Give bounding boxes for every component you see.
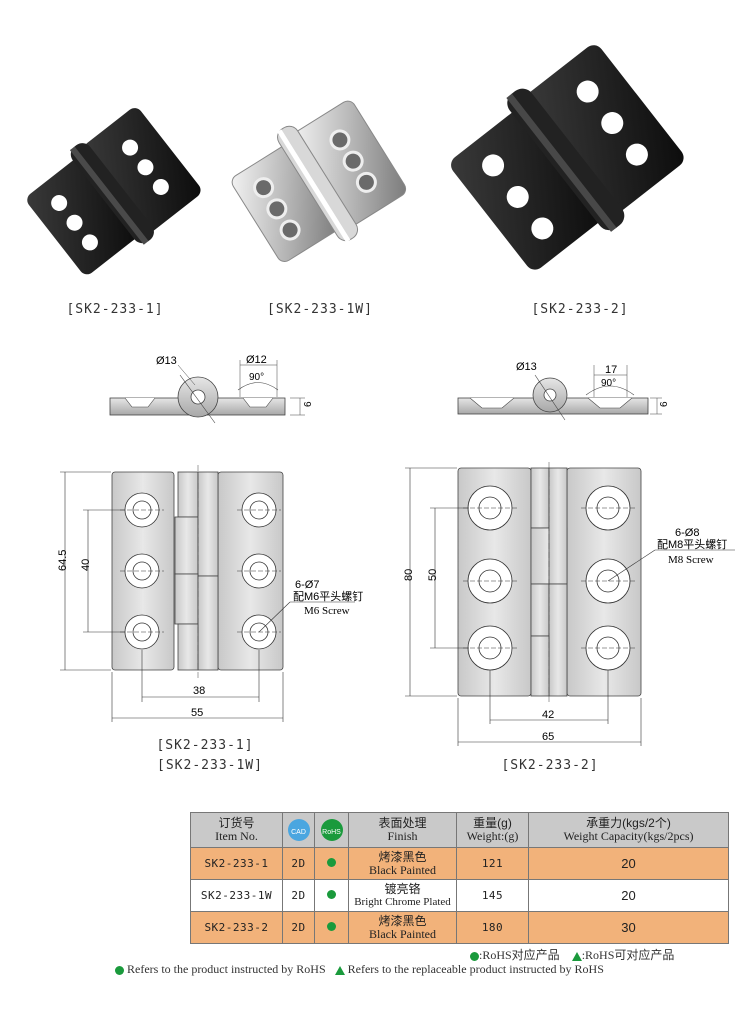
front-large-spacing: 42 <box>542 709 554 721</box>
legend-cn: :RoHS对应产品 :RoHS可对应产品 <box>470 946 674 963</box>
rohs-dot-icon <box>115 965 124 975</box>
cell-capacity: 20 <box>528 879 729 912</box>
rohs-dot-icon <box>327 890 336 899</box>
table-header-row: 订货号 Item No. CAD RoHS 表面处理 Finish 重量(g) … <box>190 812 729 848</box>
drawing-label-sk2-233-1w: [SK2-233-1W] <box>157 758 263 773</box>
cell-finish: 镀亮铬 Bright Chrome Plated <box>348 879 457 912</box>
product-photo-sk2-233-1 <box>27 108 201 275</box>
cell-weight: 121 <box>456 847 529 880</box>
rohs-icon: RoHS <box>320 819 343 841</box>
side-large-angle: 90° <box>601 378 616 389</box>
product-label-sk2-233-1: [SK2-233-1] <box>66 302 164 317</box>
side-small-hole-dia: Ø13 <box>156 355 177 367</box>
cell-item: SK2-233-1 <box>190 847 283 880</box>
table-row: SK2-233-1W 2D 镀亮铬 Bright Chrome Plated 1… <box>190 879 729 912</box>
cad-icon: CAD <box>287 819 310 841</box>
cell-item: SK2-233-2 <box>190 911 283 944</box>
header-capacity: 承重力(kgs/2个) Weight Capacity(kgs/2pcs) <box>528 812 729 848</box>
cell-finish: 烤漆黑色 Black Painted <box>348 847 457 880</box>
product-label-sk2-233-1w: [SK2-233-1W] <box>267 302 373 317</box>
table-row: SK2-233-2 2D 烤漆黑色 Black Painted 180 30 <box>190 911 729 944</box>
side-view-small: Ø13 Ø12 90° 6 <box>109 354 314 424</box>
table-row: SK2-233-1 2D 烤漆黑色 Black Painted 121 20 <box>190 847 729 880</box>
cell-rohs <box>314 879 349 912</box>
cell-capacity: 30 <box>528 911 729 944</box>
product-photo-sk2-233-1w <box>231 100 407 262</box>
front-large-pitch: 50 <box>427 569 439 581</box>
front-small-spacing: 38 <box>193 685 205 697</box>
header-rohs: RoHS <box>314 812 349 848</box>
front-small-note-en: M6 Screw <box>304 605 350 617</box>
front-small-height: 64.5 <box>57 550 69 571</box>
front-large-width: 65 <box>542 731 554 743</box>
front-large-note-cn: 配M8平头螺钉 <box>657 538 727 551</box>
drawing-label-sk2-233-2: [SK2-233-2] <box>501 758 599 773</box>
header-cad: CAD <box>282 812 315 848</box>
rohs-dot-icon <box>470 951 479 961</box>
cell-weight: 180 <box>456 911 529 944</box>
side-large-thickness: 6 <box>659 401 670 407</box>
cell-finish: 烤漆黑色 Black Painted <box>348 911 457 944</box>
cell-cad: 2D <box>282 911 315 944</box>
side-small-counter-dia: Ø12 <box>246 354 267 366</box>
product-photo-sk2-233-2 <box>451 45 684 270</box>
cell-cad: 2D <box>282 847 315 880</box>
header-item: 订货号 Item No. <box>190 812 283 848</box>
cell-weight: 145 <box>456 879 529 912</box>
cell-capacity: 20 <box>528 847 729 880</box>
drawing-label-sk2-233-1: [SK2-233-1] <box>156 738 254 753</box>
front-large-height: 80 <box>403 569 415 581</box>
cell-cad: 2D <box>282 879 315 912</box>
side-view-large: Ø13 17 90° 6 <box>457 361 670 421</box>
cell-item: SK2-233-1W <box>190 879 283 912</box>
header-finish: 表面处理 Finish <box>348 812 457 848</box>
legend-en: Refers to the product instructed by RoHS… <box>115 962 604 977</box>
front-small-pitch: 40 <box>80 559 92 571</box>
side-large-hole-dia: Ø13 <box>516 361 537 373</box>
cell-rohs <box>314 847 349 880</box>
side-small-thickness: 6 <box>303 401 314 407</box>
header-weight: 重量(g) Weight:(g) <box>456 812 529 848</box>
front-small-width: 55 <box>191 707 203 719</box>
side-small-angle: 90° <box>249 372 264 383</box>
front-small-note-cn: 配M6平头螺钉 <box>293 590 363 603</box>
front-small-note-count: 6-Ø7 <box>295 579 319 591</box>
rohs-dot-icon <box>327 922 336 931</box>
side-large-counter-dia: 17 <box>605 364 617 376</box>
front-large-note-count: 6-Ø8 <box>675 527 699 539</box>
rohs-triangle-icon <box>571 951 582 961</box>
front-view-large: 80 50 42 65 6-Ø8 配M8平头螺钉 M8 Screw <box>403 462 735 746</box>
product-label-sk2-233-2: [SK2-233-2] <box>531 302 629 317</box>
cell-rohs <box>314 911 349 944</box>
rohs-triangle-icon <box>334 965 345 975</box>
spec-table: 订货号 Item No. CAD RoHS 表面处理 Finish 重量(g) … <box>190 812 729 944</box>
front-large-note-en: M8 Screw <box>668 554 714 566</box>
rohs-dot-icon <box>327 858 336 867</box>
front-view-small: 64.5 40 38 55 6-Ø7 配M6平头螺钉 M6 Screw <box>57 465 363 722</box>
